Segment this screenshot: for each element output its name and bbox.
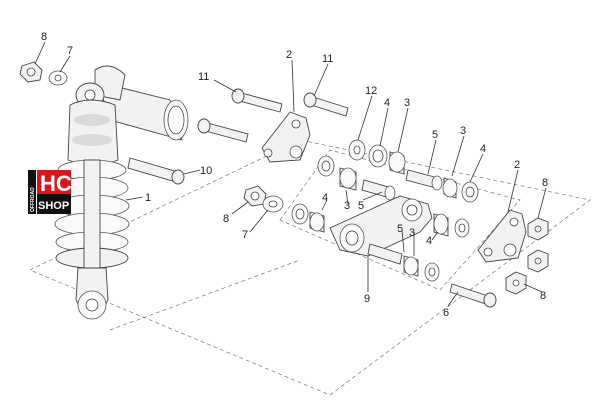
bushings-row-middle xyxy=(317,155,396,201)
callout-8-right-top: 8 xyxy=(542,177,548,189)
callout-11-right: 11 xyxy=(322,53,333,65)
plate-2-left xyxy=(261,111,311,163)
logo-side-strip xyxy=(28,170,36,214)
plate-2-right xyxy=(477,209,527,263)
callout-3-a: 3 xyxy=(404,97,410,109)
logo-hc-text: HC xyxy=(40,171,72,196)
callout-12: 12 xyxy=(365,85,377,97)
logo-side-text: OFFROAD xyxy=(30,187,36,212)
callout-11-left: 11 xyxy=(198,71,209,83)
callout-4-a: 4 xyxy=(384,97,390,109)
callout-2-top: 2 xyxy=(286,49,292,61)
linkage-arm xyxy=(329,195,433,257)
callout-8-top: 8 xyxy=(41,31,47,43)
top-left-parts xyxy=(19,61,68,86)
callout-5-b: 5 xyxy=(358,200,364,212)
callout-6: 6 xyxy=(443,307,449,319)
callout-1: 1 xyxy=(145,192,151,204)
callout-4-c: 4 xyxy=(322,192,328,204)
callout-5-c: 5 xyxy=(397,223,403,235)
callout-4-d: 4 xyxy=(426,235,432,247)
callout-4-b: 4 xyxy=(480,143,486,155)
shock-absorber xyxy=(54,65,189,320)
bolt-10 xyxy=(127,157,185,185)
callout-9: 9 xyxy=(364,293,370,305)
callout-8-right-bottom: 8 xyxy=(540,290,546,302)
bushings-row-right xyxy=(367,213,470,282)
callout-2-right: 2 xyxy=(514,159,520,171)
bolt-6 xyxy=(449,283,497,308)
callout-labels: 8 7 11 2 11 12 4 3 5 3 4 10 1 8 7 4 3 5 … xyxy=(41,31,548,319)
bushings-row-lower xyxy=(291,203,325,233)
callout-8-mid: 8 xyxy=(223,213,229,225)
callout-7-top: 7 xyxy=(67,45,73,57)
callout-10: 10 xyxy=(200,165,212,177)
callout-3-b: 3 xyxy=(460,125,466,137)
logo-shop-bg xyxy=(37,194,71,214)
bushings-row-top xyxy=(348,139,479,203)
assembly-guides xyxy=(29,139,591,396)
nuts-8-right xyxy=(505,217,549,295)
leader-lines xyxy=(34,41,547,307)
callout-7-mid: 7 xyxy=(242,229,248,241)
logo-hc-bg xyxy=(37,170,71,194)
logo-shop-text: SHOP xyxy=(38,200,69,212)
callout-5-a: 5 xyxy=(432,129,438,141)
bolts-11 xyxy=(197,88,349,143)
middle-left-parts xyxy=(243,185,284,213)
callout-3-c: 3 xyxy=(344,200,350,212)
callout-3-d: 3 xyxy=(409,227,415,239)
hc-shop-logo: OFFROAD HC SHOP xyxy=(28,170,72,214)
